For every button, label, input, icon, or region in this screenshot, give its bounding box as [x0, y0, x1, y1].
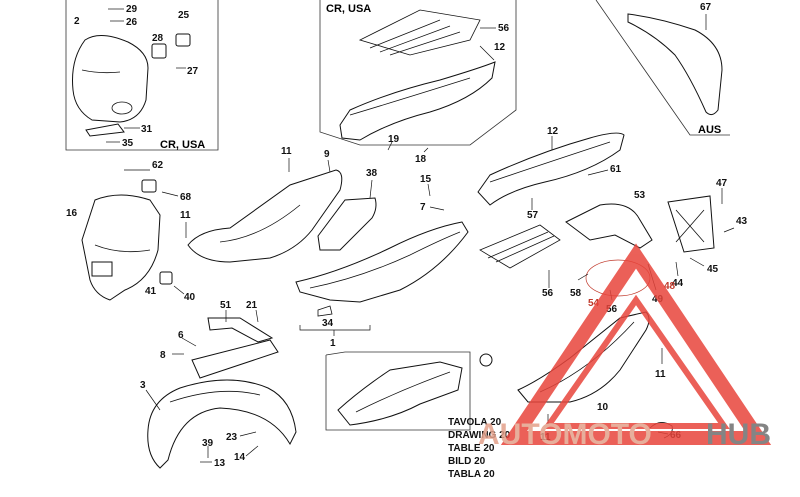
fender-bracket — [191, 317, 279, 379]
callout-18: 18 — [415, 154, 427, 165]
callout-27: 27 — [187, 66, 199, 77]
callout-12-mid: 12 — [547, 126, 559, 137]
region-label-top-right: AUS — [698, 124, 721, 136]
table-line-3: TABLE 20 — [448, 443, 495, 454]
callout-11-b: 11 — [281, 146, 292, 157]
callout-41: 41 — [145, 286, 157, 297]
callout-56-mid: 56 — [542, 288, 554, 299]
rear-subframe — [479, 224, 561, 269]
callout-61: 61 — [610, 164, 622, 175]
callout-10: 10 — [597, 402, 609, 413]
region-label-top-center: CR, USA — [326, 3, 371, 15]
seat-rear-frame-side — [477, 132, 625, 206]
license-plate-holder — [667, 195, 715, 253]
callout-34: 34 — [322, 318, 334, 329]
watermark-part1: AUTOMOTO — [478, 418, 652, 451]
callout-11-a: 11 — [180, 210, 191, 221]
watermark-part2: HUB — [706, 418, 771, 451]
callout-11-c: 11 — [655, 369, 666, 380]
front-fairing — [81, 179, 173, 301]
callout-56-low: 56 — [606, 304, 618, 315]
table-line-5: TABLA 20 — [448, 469, 495, 480]
callout-35: 35 — [122, 138, 134, 149]
callout-9: 9 — [324, 149, 330, 160]
callout-1: 1 — [330, 338, 336, 349]
callout-2: 2 — [74, 16, 80, 27]
callout-26: 26 — [126, 17, 138, 28]
callout-40: 40 — [184, 292, 196, 303]
table-line-4: BILD 20 — [448, 456, 486, 467]
region-label-top-left: CR, USA — [160, 139, 205, 151]
callout-39: 39 — [202, 438, 214, 449]
seat — [295, 221, 469, 317]
rear-frame-cr-usa — [358, 9, 481, 56]
frame-bottom-center — [325, 351, 471, 431]
callout-6: 6 — [178, 330, 184, 341]
callout-14: 14 — [234, 452, 246, 463]
callout-47: 47 — [716, 178, 728, 189]
callout-38: 38 — [366, 168, 378, 179]
callout-62: 62 — [152, 160, 164, 171]
frame-top-left — [65, 0, 219, 151]
front-fender — [147, 379, 297, 469]
headlight-fairing-cr-usa — [72, 33, 191, 137]
frame-top-right — [595, 0, 730, 136]
rear-fender-aus — [627, 13, 723, 116]
callout-58: 58 — [570, 288, 582, 299]
callout-48: 48 — [664, 281, 676, 292]
callout-23: 23 — [226, 432, 238, 443]
callout-25: 25 — [178, 10, 190, 21]
callout-21: 21 — [246, 300, 258, 311]
callout-45: 45 — [707, 264, 719, 275]
callout-51: 51 — [220, 300, 232, 311]
callout-67: 67 — [700, 2, 712, 13]
table-line-1: TAVOLA 20 — [448, 417, 502, 428]
callout-53: 53 — [634, 190, 646, 201]
seat-bracket-line — [299, 325, 371, 331]
tail-light-bracket — [565, 203, 653, 249]
callout-44: 44 — [672, 278, 684, 289]
side-panel-cr-usa — [337, 353, 493, 426]
frame-top-center — [319, 0, 517, 146]
callout-3: 3 — [140, 380, 146, 391]
callout-57: 57 — [527, 210, 539, 221]
table-reference: TAVOLA 20 DRAWING 20 TABLE 20 BILD 20 TA… — [448, 417, 511, 480]
callout-56-top: 56 — [498, 23, 510, 34]
callout-15: 15 — [420, 174, 432, 185]
callout-43: 43 — [736, 216, 748, 227]
callout-16: 16 — [66, 208, 78, 219]
callout-28: 28 — [152, 33, 164, 44]
table-line-2: DRAWING 20 — [448, 430, 511, 441]
callout-7: 7 — [420, 202, 426, 213]
callout-12-top: 12 — [494, 42, 506, 53]
callout-19: 19 — [388, 134, 400, 145]
watermark: AUTOMOTO HUB — [478, 243, 772, 451]
callout-54: 54 — [588, 298, 600, 309]
callout-31: 31 — [141, 124, 153, 135]
side-panel-left — [187, 169, 343, 263]
number-plate — [317, 197, 377, 251]
callout-68: 68 — [180, 192, 192, 203]
seat-cr-usa — [339, 61, 496, 141]
callout-8: 8 — [160, 350, 166, 361]
callout-29: 29 — [126, 4, 138, 15]
callout-13: 13 — [214, 458, 226, 469]
